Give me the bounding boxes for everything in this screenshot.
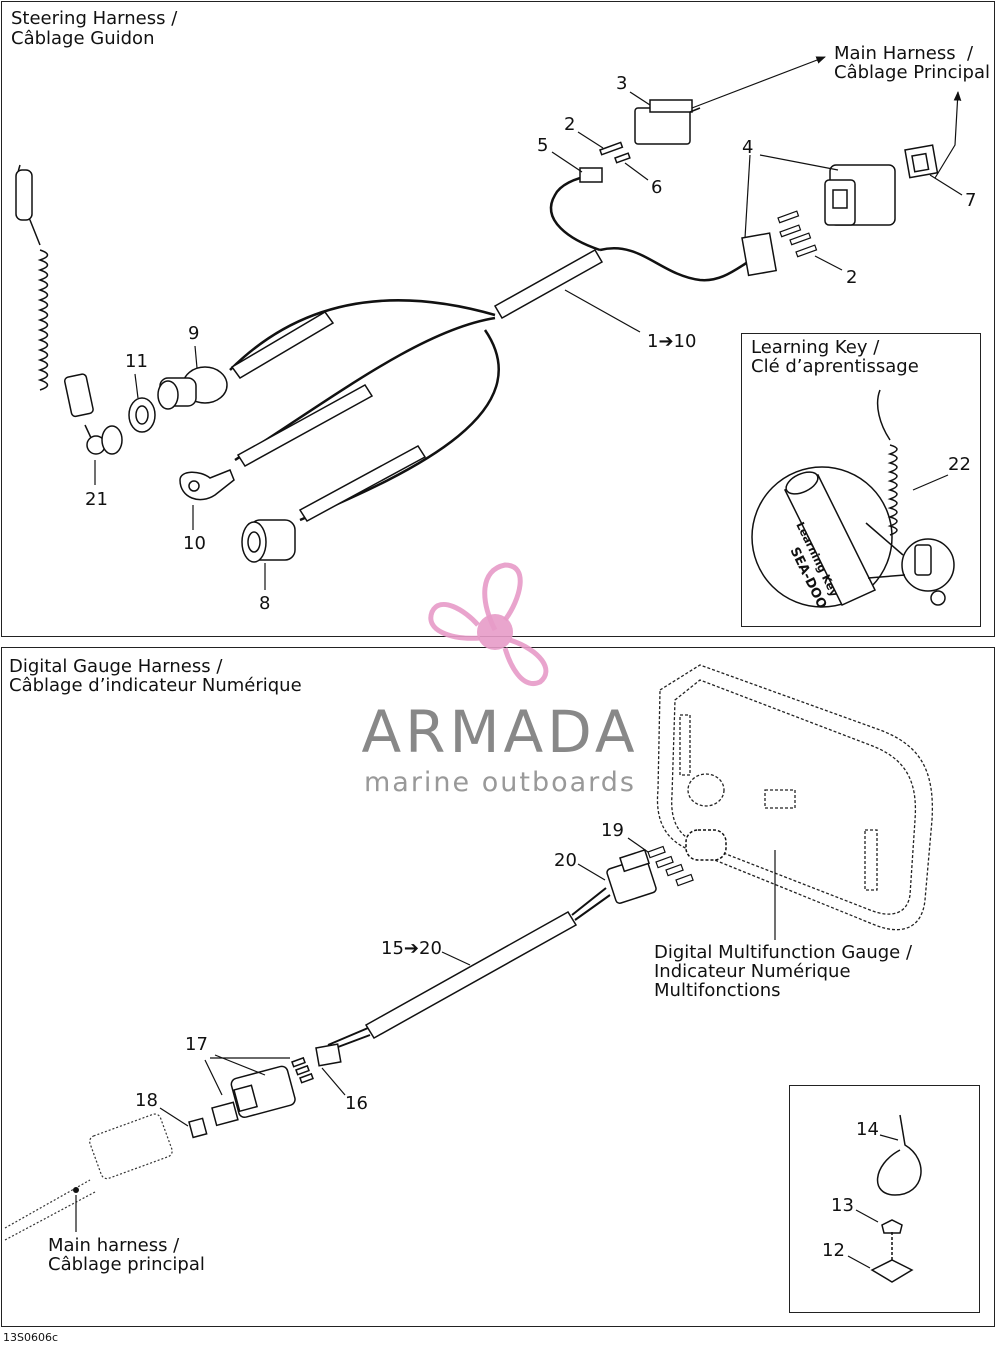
gauge-label-1: Digital Multifunction Gauge /	[654, 942, 913, 963]
reference-code: 13S0606c	[3, 1331, 59, 1344]
propeller-hub	[477, 614, 513, 650]
callout-11: 11	[125, 351, 148, 372]
callout-9: 9	[188, 323, 200, 344]
part-8-connector	[241, 519, 296, 563]
part-10-terminal	[179, 469, 235, 501]
main-harness-label-2: Câblage Principal	[834, 62, 990, 83]
callout-22: 22	[948, 454, 971, 475]
gauge-wires	[327, 887, 611, 1051]
gauge-panel-title-1: Digital Gauge Harness /	[9, 656, 223, 677]
steering-panel-title-2: Câblage Guidon	[11, 28, 155, 49]
watermark-brand: ARMADA	[361, 698, 639, 766]
callout-15-20: 15➔20	[381, 938, 442, 959]
callout-18: 18	[135, 1090, 158, 1111]
gauge-label-2: Indicateur Numérique	[654, 961, 851, 982]
callout-20: 20	[554, 850, 577, 871]
part-9-switch	[157, 366, 228, 410]
gauge-panel-title-2: Câblage d’indicateur Numérique	[9, 675, 302, 696]
arrows	[691, 56, 962, 179]
part-20-connector	[606, 849, 657, 904]
callout-2-right: 2	[846, 267, 858, 288]
part-16-seal	[315, 1043, 342, 1067]
learning-key-drawing	[751, 389, 955, 608]
gauge-housing	[656, 664, 934, 931]
propeller-logo	[428, 562, 549, 686]
part-11-nut	[128, 397, 156, 433]
callout-13: 13	[831, 1195, 854, 1216]
callout-17: 17	[185, 1034, 208, 1055]
part-18-seal	[188, 1117, 208, 1139]
callout-1-10: 1➔10	[647, 331, 697, 352]
part-2-pins-right	[777, 210, 818, 258]
callout-8: 8	[259, 593, 271, 614]
learning-key-title-1: Learning Key /	[751, 337, 880, 358]
callout-21: 21	[85, 489, 108, 510]
lanyard-coil	[15, 164, 123, 455]
steering-panel-title-1: Steering Harness /	[11, 8, 178, 29]
callout-6: 6	[651, 177, 663, 198]
watermark-tagline: marine outboards	[363, 767, 636, 798]
main-harness-lower-label-2: Câblage principal	[48, 1254, 205, 1275]
main-harness-dot	[73, 1187, 79, 1193]
callout-5: 5	[537, 135, 549, 156]
part-17-connector	[211, 1056, 314, 1127]
callout-14: 14	[856, 1119, 879, 1140]
callout-10: 10	[183, 533, 206, 554]
part-4-connector	[741, 164, 896, 277]
part-7-seal	[904, 144, 939, 179]
part-3-connector	[634, 99, 701, 145]
main-harness-lower-label-1: Main harness /	[48, 1235, 180, 1256]
part-2-pins-top	[599, 141, 631, 164]
callout-19: 19	[601, 820, 624, 841]
fastener-parts	[870, 1114, 922, 1283]
main-harness-dashed	[4, 1113, 173, 1241]
part-5-plate	[579, 167, 603, 183]
callout-12: 12	[822, 1240, 845, 1261]
callout-7: 7	[965, 190, 977, 211]
callout-16: 16	[345, 1093, 368, 1114]
gauge-plug	[685, 829, 727, 861]
steering-sheaths	[230, 248, 604, 522]
learning-key-title-2: Clé d’aprentissage	[751, 356, 919, 377]
gauge-sheath	[364, 910, 578, 1040]
callout-2-top: 2	[564, 114, 576, 135]
gauge-label-3: Multifonctions	[654, 980, 781, 1001]
callout-3: 3	[616, 73, 628, 94]
leader-lines	[75, 91, 963, 1269]
main-harness-label-1: Main Harness /	[834, 43, 974, 64]
callout-4: 4	[742, 137, 754, 158]
part-19-pins	[647, 845, 694, 887]
